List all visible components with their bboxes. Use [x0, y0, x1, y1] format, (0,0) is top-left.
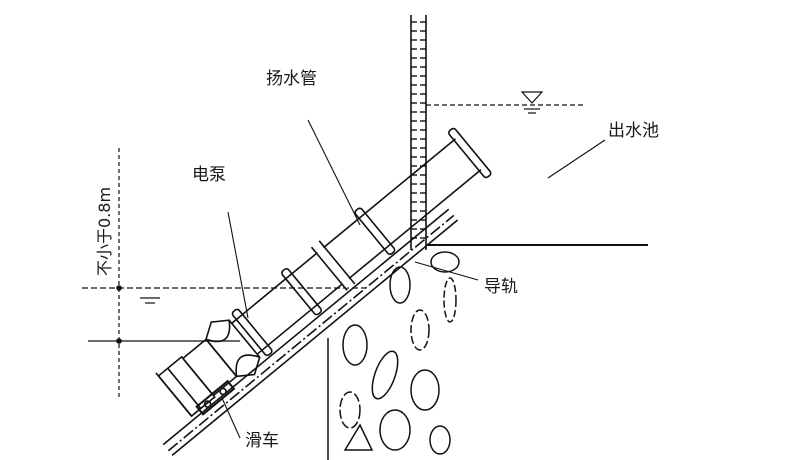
- label-outlet-pool: 出水池: [608, 121, 659, 141]
- outlet-water-level: [426, 91, 585, 114]
- riser-pipe: [231, 127, 492, 357]
- depth-dimension: [116, 148, 122, 400]
- label-riser-pipe: 扬水管: [266, 69, 317, 89]
- outlet-wall: [410, 15, 427, 250]
- sump-water-level: [82, 287, 365, 342]
- label-min-depth: 不小于0.8m: [95, 186, 114, 276]
- leader-lines: [221, 119, 606, 439]
- rock-fill: [327, 251, 460, 460]
- electric-pump: [155, 319, 261, 418]
- label-pulley-carriage: 滑车: [245, 431, 279, 451]
- label-electric-pump: 电泵: [192, 165, 226, 185]
- label-guide-rail: 导轨: [484, 277, 518, 297]
